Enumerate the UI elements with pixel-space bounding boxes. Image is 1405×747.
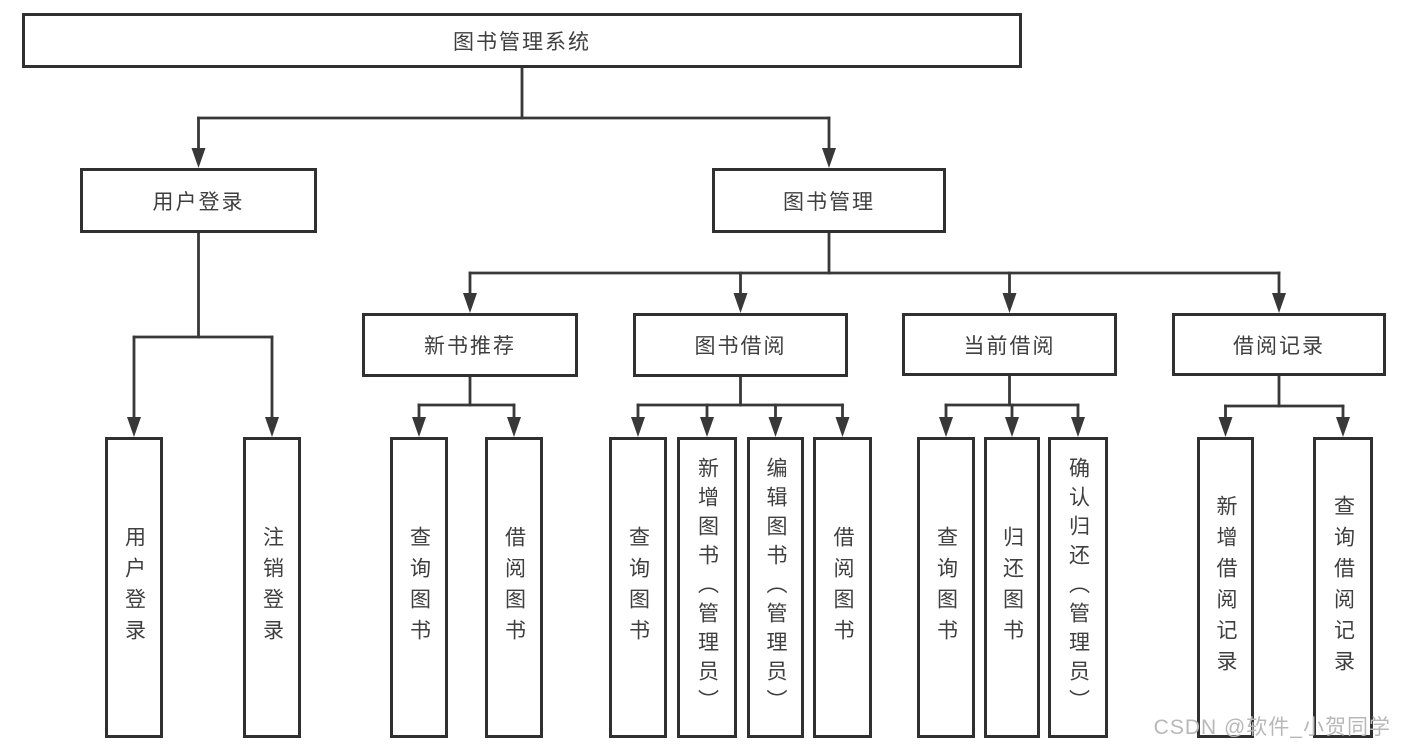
arrowhead-icon <box>631 417 645 437</box>
node-borrow-book-1: 借阅图书 <box>485 437 543 738</box>
arrowhead-icon <box>939 417 953 437</box>
node-query-book-2: 查询图书 <box>609 437 667 738</box>
node-query-book-3: 查询图书 <box>917 437 975 738</box>
arrowhead-icon <box>191 148 206 168</box>
arrowhead-icon <box>412 417 426 437</box>
node-book-borrow: 图书借阅 <box>633 313 848 377</box>
node-new-book-rec: 新书推荐 <box>362 313 578 377</box>
node-add-book: 新增图书（管理员） <box>677 437 737 738</box>
arrowhead-icon <box>507 417 521 437</box>
arrowhead-icon <box>463 293 477 313</box>
arrowhead-icon <box>835 417 850 437</box>
node-borrow-record: 借阅记录 <box>1172 313 1386 376</box>
arrowhead-icon <box>265 417 279 437</box>
arrowhead-icon <box>1218 417 1233 437</box>
arrowhead-icon <box>700 417 714 437</box>
node-query-borrow-record: 查询借阅记录 <box>1313 437 1373 738</box>
arrowhead-icon <box>1002 293 1017 313</box>
arrowhead-icon <box>1272 293 1286 313</box>
arrowhead-icon <box>768 417 783 437</box>
arrowhead-icon <box>127 417 141 437</box>
node-book-mgmt: 图书管理 <box>712 168 946 233</box>
node-current-borrow: 当前借阅 <box>902 313 1117 376</box>
node-borrow-book-2: 借阅图书 <box>813 437 872 738</box>
arrowhead-icon <box>822 148 836 168</box>
node-add-borrow-record: 新增借阅记录 <box>1197 437 1254 738</box>
arrowhead-icon <box>1071 417 1085 437</box>
node-logout: 注销登录 <box>243 437 301 738</box>
node-user-login: 用户登录 <box>80 168 317 233</box>
node-return-book: 归还图书 <box>984 437 1040 738</box>
arrowhead-icon <box>1005 417 1019 437</box>
node-confirm-return: 确认归还（管理员） <box>1048 437 1108 738</box>
node-login: 用户登录 <box>105 437 163 738</box>
node-root: 图书管理系统 <box>22 13 1022 68</box>
node-edit-book: 编辑图书（管理员） <box>747 437 804 738</box>
arrowhead-icon <box>1336 417 1350 437</box>
node-query-book-1: 查询图书 <box>390 437 448 738</box>
arrowhead-icon <box>733 293 748 313</box>
